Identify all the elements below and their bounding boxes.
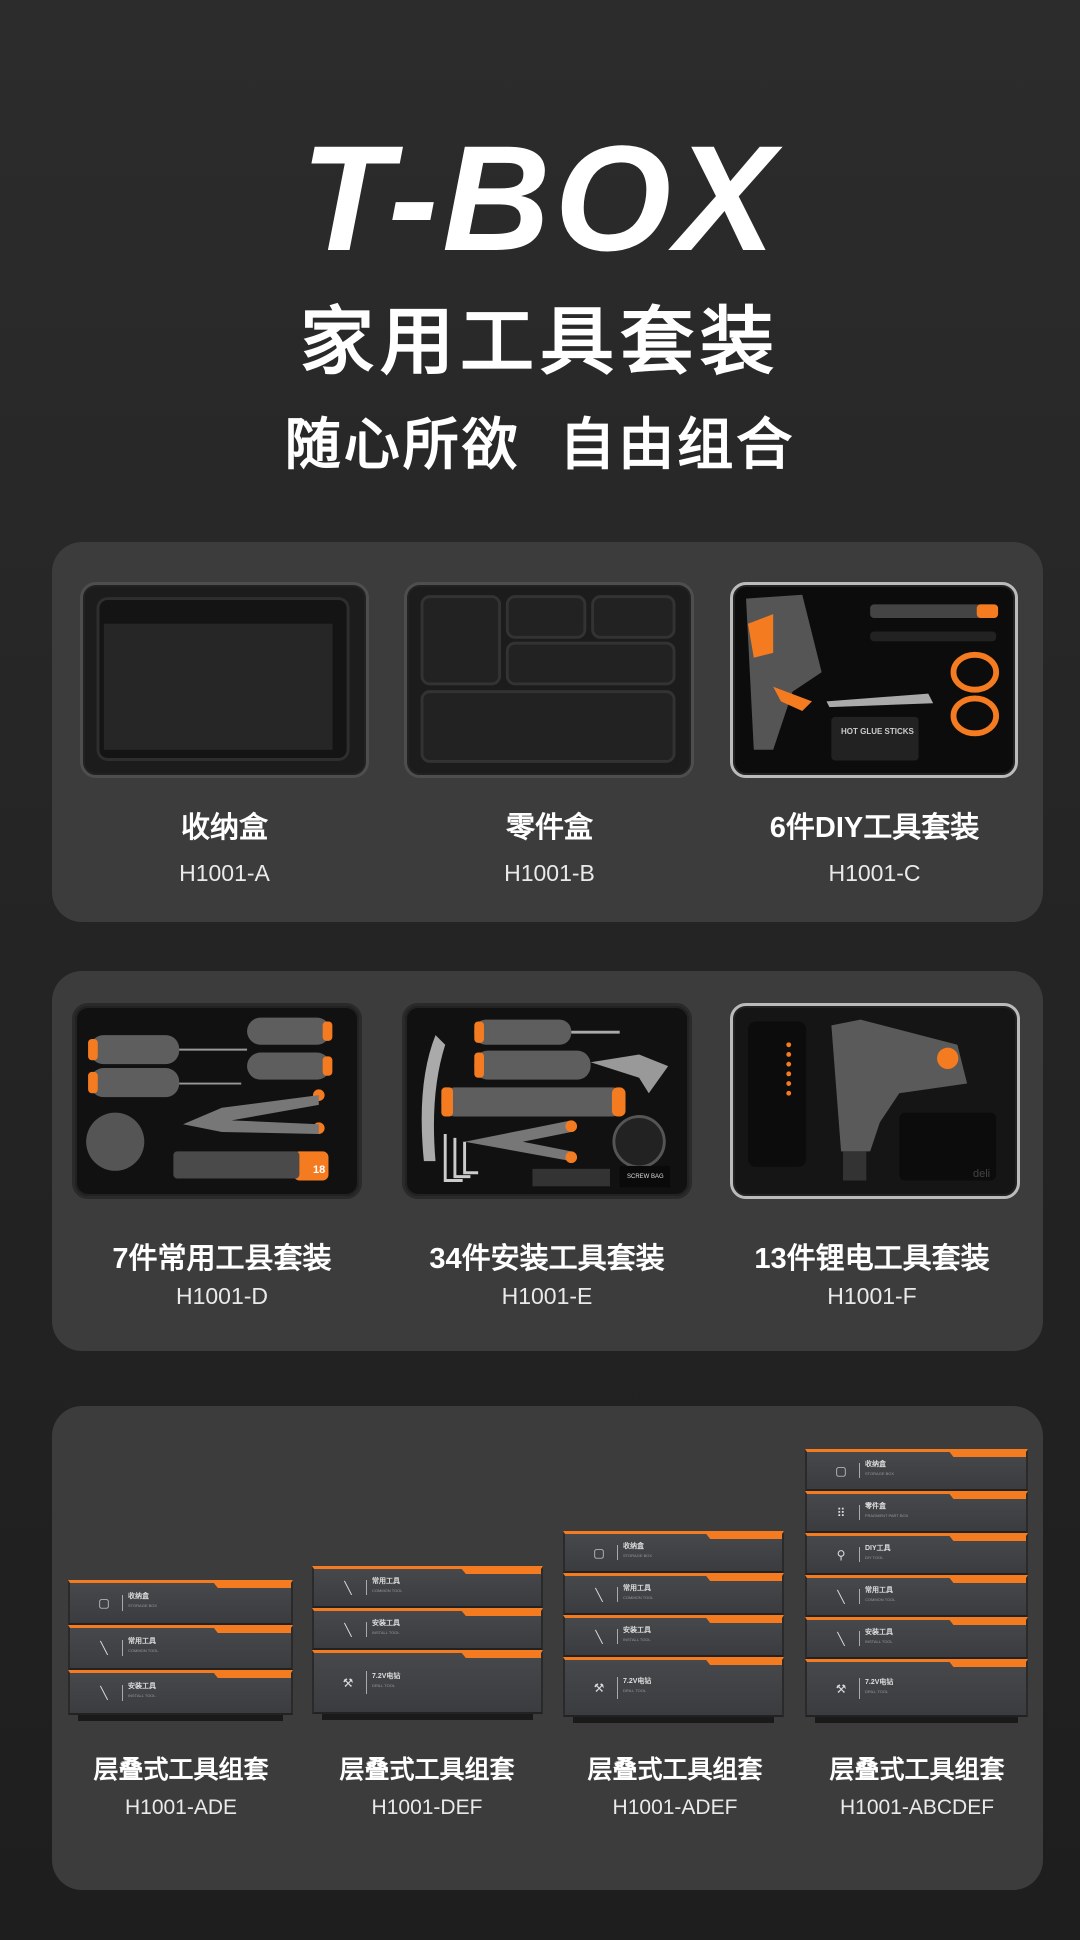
install-tool-set-image[interactable]: SCREW BAG [402, 1003, 692, 1199]
module-label-en: STORAGE BOX [623, 1552, 653, 1558]
product-code: H1001-ADE [124, 1796, 238, 1819]
box-icon: ▢ [835, 1463, 847, 1478]
module-label: 安装工具 [372, 1619, 400, 1627]
lithium-tool-set-image[interactable]: deli [730, 1003, 1020, 1199]
parts-box-image[interactable] [404, 582, 694, 778]
common-tool-set-image[interactable]: 18 [72, 1003, 362, 1199]
product-title: 层叠式工具组套 [587, 1756, 763, 1784]
page-title: 家用工具套装 [300, 300, 780, 383]
module-label: 7.2V电钻 [372, 1672, 401, 1680]
stack-abcdef[interactable]: ▢ 收纳盒 STORAGE BOX ⠿ 零件盒 FRAGMENT PART BOX ⚲ D… [805, 1449, 1028, 1723]
module-label: 常用工具 [128, 1638, 156, 1646]
box-icon: ▢ [593, 1545, 605, 1560]
product-title: 零件盒 [505, 812, 593, 844]
module-label: 常用工具 [623, 1584, 651, 1592]
module-label-en: STORAGE BOX [865, 1470, 895, 1476]
cutter-size-label: 18 [313, 1164, 326, 1176]
module-label-en: DRILL TOOL [623, 1687, 647, 1693]
product-title: 6件DIY工具套装 [769, 812, 980, 844]
brand-logo: T-BOX [300, 114, 780, 282]
product-title: 7件常用工县套装 [112, 1243, 332, 1275]
module-label: 7.2V电钻 [865, 1678, 894, 1686]
module-label-en: DIY TOOL [865, 1554, 884, 1560]
module-label: 常用工具 [372, 1577, 400, 1585]
product-code: H1001-D [175, 1283, 269, 1309]
product-title: 层叠式工具组套 [829, 1756, 1005, 1784]
module-label: 安装工具 [623, 1626, 651, 1634]
product-code: H1001-B [504, 860, 595, 886]
module-label: 零件盒 [865, 1502, 886, 1510]
wrench-icon: ╲ [595, 1629, 603, 1644]
module-label-en: COMMON TOOL [372, 1587, 403, 1593]
module-label-en: INSTALL TOOL [128, 1693, 156, 1699]
drill-icon: ⚒ [835, 1681, 847, 1696]
module-label-en: INSTALL TOOL [372, 1629, 400, 1635]
screwdriver-icon: ╲ [595, 1587, 603, 1602]
module-label-en: INSTALL TOOL [865, 1638, 893, 1644]
wrench-icon: ╲ [837, 1631, 845, 1646]
product-code: H1001-ABCDEF [839, 1796, 995, 1819]
product-title: 34件安装工具套装 [429, 1243, 665, 1275]
product-code: H1001-F [827, 1283, 917, 1309]
screw-bag-label: SCREW BAG [627, 1174, 664, 1180]
drill-icon: ⚒ [342, 1675, 354, 1690]
product-code: H1001-A [179, 860, 270, 886]
module-label: 安装工具 [865, 1628, 893, 1636]
module-label: 常用工具 [865, 1586, 893, 1594]
product-title: 层叠式工具组套 [339, 1756, 515, 1784]
product-title: 层叠式工具组套 [93, 1756, 269, 1784]
module-label: DIY工具 [865, 1544, 891, 1552]
module-label-en: DRILL TOOL [865, 1688, 889, 1694]
product-code: H1001-ADEF [612, 1796, 738, 1819]
module-label-en: DRILL TOOL [372, 1682, 396, 1688]
box-icon: ▢ [98, 1596, 110, 1610]
module-label-en: STORAGE BOX [128, 1603, 158, 1609]
module-label: 安装工具 [128, 1683, 156, 1691]
module-label-en: FRAGMENT PART BOX [865, 1512, 909, 1518]
product-code: H1001-E [501, 1283, 593, 1309]
module-label: 收纳盒 [128, 1593, 149, 1601]
product-code: H1001-C [828, 860, 921, 886]
module-label: 7.2V电钻 [623, 1677, 652, 1685]
storage-box-image[interactable] [80, 582, 369, 778]
deli-brand-mark: deli [973, 1168, 991, 1180]
product-title: 13件锂电工具套装 [754, 1243, 990, 1275]
module-label-en: COMMON TOOL [865, 1596, 896, 1602]
product-panel-stacked: ▢ 收纳盒 STORAGE BOX ╲ 常用工具 COMMON TOOL ╲ 安装工具 IN… [52, 1406, 1043, 1890]
module-label: 收纳盒 [865, 1460, 886, 1468]
stack-def[interactable]: ╲ 常用工具 COMMON TOOL ╲ 安装工具 INSTALL TOOL ⚒ 7.2V… [312, 1566, 543, 1720]
grid-icon: ⠿ [836, 1505, 846, 1520]
product-title: 收纳盒 [180, 812, 268, 844]
slogan: 随心所欲 自由组合 [284, 413, 796, 476]
screwdriver-icon: ╲ [344, 1580, 352, 1595]
stack-ade[interactable]: ▢ 收纳盒 STORAGE BOX ╲ 常用工具 COMMON TOOL ╲ 安装工具 IN… [68, 1580, 293, 1721]
screwdriver-icon: ╲ [100, 1641, 108, 1655]
module-label-en: COMMON TOOL [128, 1648, 159, 1654]
module-label-en: COMMON TOOL [623, 1594, 654, 1600]
product-panel-tools: 18 SCREW BAG deli 7件常用工县套装 H1001-D 34件安装… [52, 971, 1043, 1351]
diy-tool-set-image[interactable]: HOT GLUE STICKS [730, 582, 1018, 778]
module-label: 收纳盒 [623, 1542, 644, 1550]
glue-sticks-label: HOT GLUE STICKS [841, 727, 914, 736]
wrench-icon: ╲ [100, 1686, 108, 1700]
module-label-en: INSTALL TOOL [623, 1636, 651, 1642]
screwdriver-icon: ╲ [837, 1589, 845, 1604]
drill-icon: ⚒ [593, 1680, 605, 1695]
product-code: H1001-DEF [371, 1796, 483, 1819]
wrench-icon: ╲ [344, 1622, 352, 1637]
product-panel-basic: HOT GLUE STICKS 收纳盒 H1001-A 零件盒 H1001-B … [52, 542, 1043, 922]
glue-gun-icon: ⚲ [836, 1547, 846, 1562]
stack-adef[interactable]: ▢ 收纳盒 STORAGE BOX ╲ 常用工具 COMMON TOOL ╲ 安装工具 IN… [563, 1531, 784, 1723]
